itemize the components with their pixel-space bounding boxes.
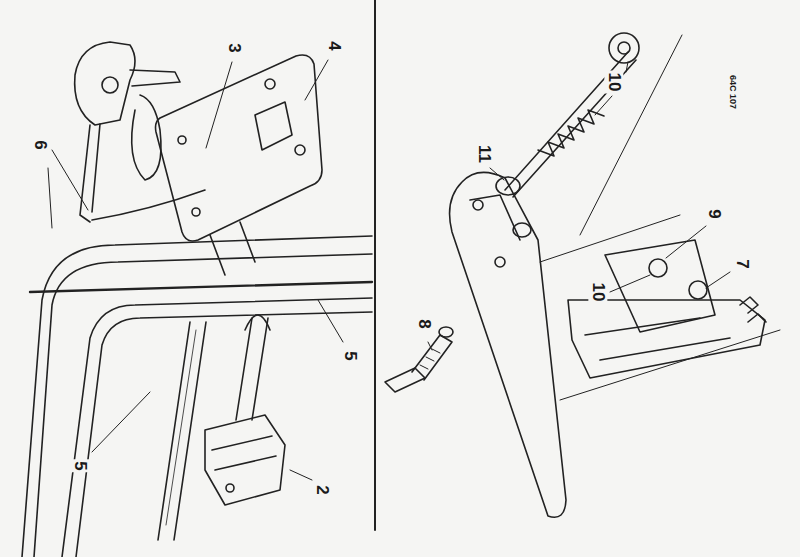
leader-line xyxy=(290,470,312,480)
lever xyxy=(450,172,566,517)
leader-line xyxy=(305,60,328,100)
callout-number: 10 xyxy=(589,281,608,304)
link-rod xyxy=(80,124,100,222)
latch-arm xyxy=(210,222,255,275)
lock-plate xyxy=(156,55,323,241)
washer xyxy=(609,33,639,63)
callout-number: 4 xyxy=(325,39,344,52)
hole xyxy=(265,79,275,89)
leader-line xyxy=(610,275,650,292)
remote-control xyxy=(75,42,135,125)
nut xyxy=(513,223,531,237)
callout-number: 5 xyxy=(341,349,360,362)
leader-line xyxy=(595,62,628,115)
screw xyxy=(689,281,707,299)
callout-number: 3 xyxy=(225,41,244,54)
callout-number: 10 xyxy=(605,71,624,94)
door-frame xyxy=(62,298,372,557)
washer xyxy=(618,42,630,54)
link-rod xyxy=(245,315,270,330)
link-rod xyxy=(236,318,268,420)
door-frame xyxy=(22,236,372,557)
drawing-code: 64C 107 xyxy=(727,73,737,111)
pin-thread xyxy=(420,349,440,369)
window-channel xyxy=(166,330,196,525)
lower-bracket xyxy=(212,436,276,470)
striker-plate xyxy=(568,300,765,378)
panel-divider xyxy=(374,0,376,530)
callout-number: 11 xyxy=(475,143,494,165)
striker-plate xyxy=(585,318,730,360)
leader-line xyxy=(92,392,150,452)
striker-hook xyxy=(740,297,766,322)
hole xyxy=(295,145,305,155)
pin xyxy=(439,327,453,337)
door-frame xyxy=(76,312,372,557)
callout-number: 7 xyxy=(733,257,752,270)
clip xyxy=(132,95,161,180)
leader-line xyxy=(706,272,730,288)
rod xyxy=(505,52,636,197)
leader-line xyxy=(490,168,504,180)
callout-number: 8 xyxy=(415,317,434,330)
callout-number: 2 xyxy=(313,483,332,496)
leader-line xyxy=(428,342,432,350)
leader-line xyxy=(666,226,706,258)
leader-line xyxy=(206,62,232,148)
hole xyxy=(192,208,200,216)
callout-number: 9 xyxy=(705,207,724,220)
door-frame xyxy=(34,254,372,557)
hole xyxy=(473,200,483,210)
door-frame xyxy=(30,282,372,292)
leader-line xyxy=(318,300,343,342)
callout-number: 6 xyxy=(31,138,50,151)
pin-plate xyxy=(385,368,425,392)
screw xyxy=(649,259,667,277)
bracket-line xyxy=(540,35,780,400)
leader-line xyxy=(48,150,88,228)
hole xyxy=(178,136,186,144)
spring xyxy=(538,110,604,156)
bolt xyxy=(226,484,234,492)
lever xyxy=(470,195,520,240)
link-rod xyxy=(92,190,205,220)
hole xyxy=(495,257,505,267)
control-rod xyxy=(130,70,180,86)
bush xyxy=(496,177,520,195)
window-channel xyxy=(158,322,206,540)
pivot xyxy=(102,77,118,93)
lower-bracket xyxy=(205,415,285,505)
pin xyxy=(412,335,452,380)
latch xyxy=(255,102,292,150)
callout-number: 5 xyxy=(71,459,90,472)
